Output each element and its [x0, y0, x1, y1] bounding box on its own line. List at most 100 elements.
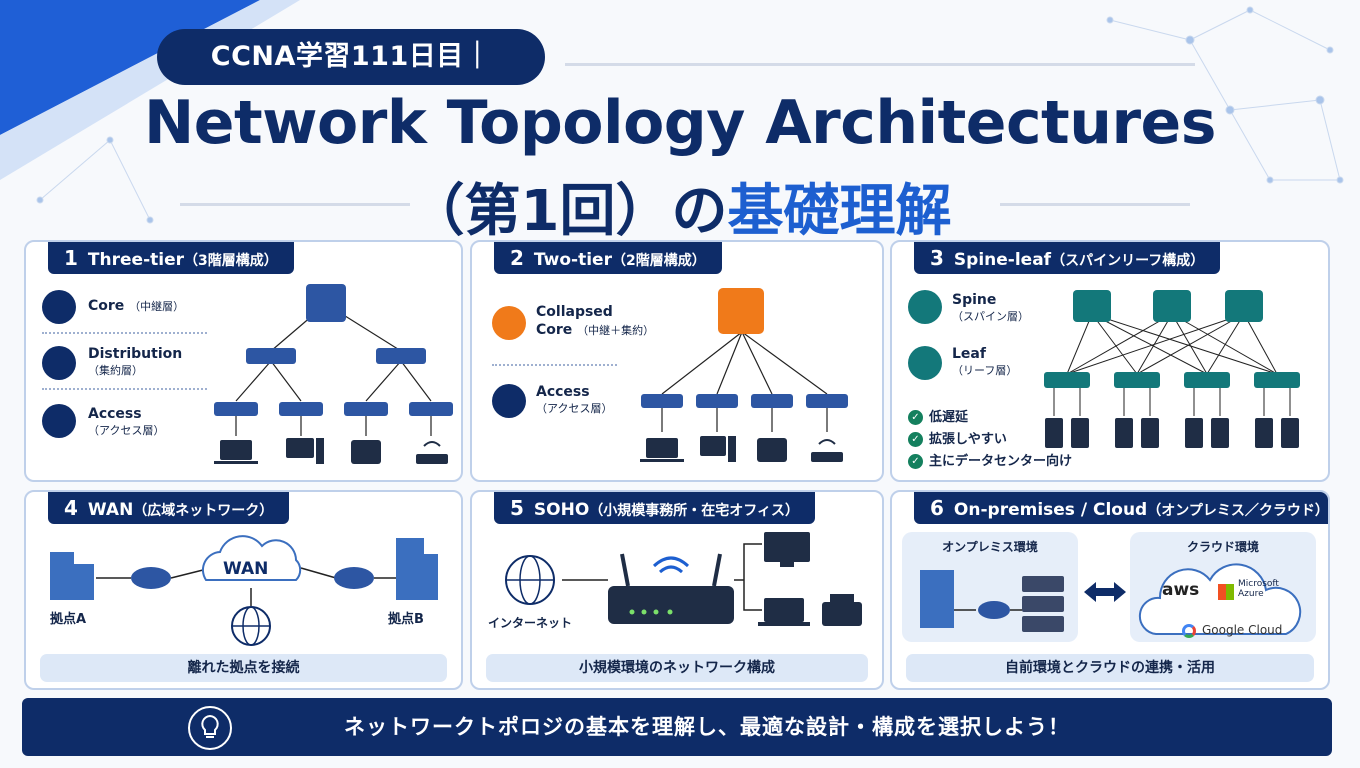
page-title: Network Topology Architectures	[144, 88, 1216, 158]
desktop-icon	[286, 438, 314, 458]
access-layer-icon	[492, 384, 526, 418]
core-layer-icon	[42, 290, 76, 324]
onprem-cloud-caption: 自前環境とクラウドの連携・活用	[906, 654, 1314, 682]
soho-diagram	[505, 532, 862, 626]
soho-caption: 小規模環境のネットワーク構成	[486, 654, 868, 682]
server-icon	[1211, 418, 1229, 448]
leaf-layer-icon	[908, 346, 942, 380]
feature-datacenter: ✓主にデータセンター向け	[908, 450, 1072, 469]
onprem-environment-box: オンプレミス環境	[902, 532, 1078, 642]
title-divider-left	[180, 203, 410, 206]
collapsed-core-icon	[492, 306, 526, 340]
router-icon	[608, 586, 734, 624]
router-icon	[978, 601, 1010, 619]
spine-layer-icon	[908, 290, 942, 324]
tag-divider	[565, 63, 1195, 66]
server-icon	[1281, 418, 1299, 448]
page-subtitle: （第1回）の基礎理解	[0, 166, 1360, 247]
wan-label: WAN	[223, 559, 269, 579]
spine-switch-icon	[1073, 290, 1111, 322]
server-icon	[1071, 418, 1089, 448]
title-divider-right	[1000, 203, 1190, 206]
aws-logo: aws	[1162, 580, 1200, 600]
onprem-label: オンプレミス環境	[942, 540, 1038, 554]
access-switch-icon	[751, 394, 793, 408]
phone-icon	[351, 440, 381, 464]
subtitle-part-a: （第1回）の	[408, 179, 728, 244]
cloud-label: クラウド環境	[1186, 540, 1259, 554]
wifi-ap-icon	[416, 454, 448, 464]
internet-label: インターネット	[488, 616, 573, 630]
microsoft-logo-icon	[1218, 584, 1234, 600]
feature-low-latency: ✓低遅延	[908, 406, 968, 425]
divider	[42, 332, 207, 334]
access-switch-icon	[409, 402, 453, 416]
leaf-switch-icon	[1114, 372, 1160, 388]
spine-switch-icon	[1225, 290, 1263, 322]
router-icon	[334, 567, 374, 589]
building-icon	[50, 552, 94, 600]
divider	[42, 388, 207, 390]
collapsed-core-switch-icon	[718, 288, 764, 334]
feature-scalable: ✓拡張しやすい	[908, 428, 1007, 447]
site-b-label: 拠点B	[388, 612, 424, 627]
laptop-icon	[764, 598, 804, 622]
subtitle-part-b: 基礎理解	[727, 179, 952, 244]
two-tier-diagram	[640, 288, 848, 462]
sync-arrow-icon	[1084, 582, 1126, 602]
google-cloud-label: Google Cloud	[1202, 623, 1283, 637]
access-label: Access（アクセス層）	[536, 384, 613, 415]
core-switch-icon	[306, 284, 346, 322]
access-switch-icon	[344, 402, 388, 416]
server-icon	[1185, 418, 1203, 448]
distribution-switch-icon	[246, 348, 296, 364]
wan-cloud-icon	[201, 535, 302, 581]
onprem-diagram	[920, 570, 1064, 632]
distribution-switch-icon	[376, 348, 426, 364]
site-a-label: 拠点A	[50, 612, 87, 627]
printer-icon	[822, 602, 862, 626]
wifi-icon	[652, 556, 690, 574]
wan-caption: 離れた拠点を接続	[40, 654, 447, 682]
spine-leaf-diagram	[1044, 290, 1300, 448]
leaf-switch-icon	[1044, 372, 1090, 388]
desktop-icon	[700, 436, 726, 456]
access-switch-icon	[806, 394, 848, 408]
google-cloud-logo-icon	[1182, 624, 1196, 638]
laptop-icon	[220, 440, 252, 460]
phone-icon	[757, 438, 787, 462]
leaf-switch-icon	[1254, 372, 1300, 388]
day-tag: CCNA学習111日目｜	[157, 29, 545, 85]
access-switch-icon	[279, 402, 323, 416]
server-icon	[1255, 418, 1273, 448]
access-label: Access（アクセス層）	[88, 406, 165, 437]
access-switch-icon	[214, 402, 258, 416]
summary-banner: ネットワークトポロジの基本を理解し、最適な設計・構成を選択しよう！	[22, 698, 1332, 756]
laptop-icon	[646, 438, 678, 458]
spine-label: Spine（スパイン層）	[952, 292, 1029, 323]
router-icon	[131, 567, 171, 589]
access-switch-icon	[696, 394, 738, 408]
distribution-layer-icon	[42, 346, 76, 380]
leaf-label: Leaf（リーフ層）	[952, 346, 1018, 377]
spine-switch-icon	[1153, 290, 1191, 322]
core-label: Core （中継層）	[88, 298, 185, 314]
building-icon	[920, 570, 954, 628]
server-icon	[1141, 418, 1159, 448]
access-layer-icon	[42, 404, 76, 438]
divider	[492, 364, 617, 366]
wan-diagram	[50, 535, 438, 646]
three-tier-diagram	[214, 284, 453, 464]
